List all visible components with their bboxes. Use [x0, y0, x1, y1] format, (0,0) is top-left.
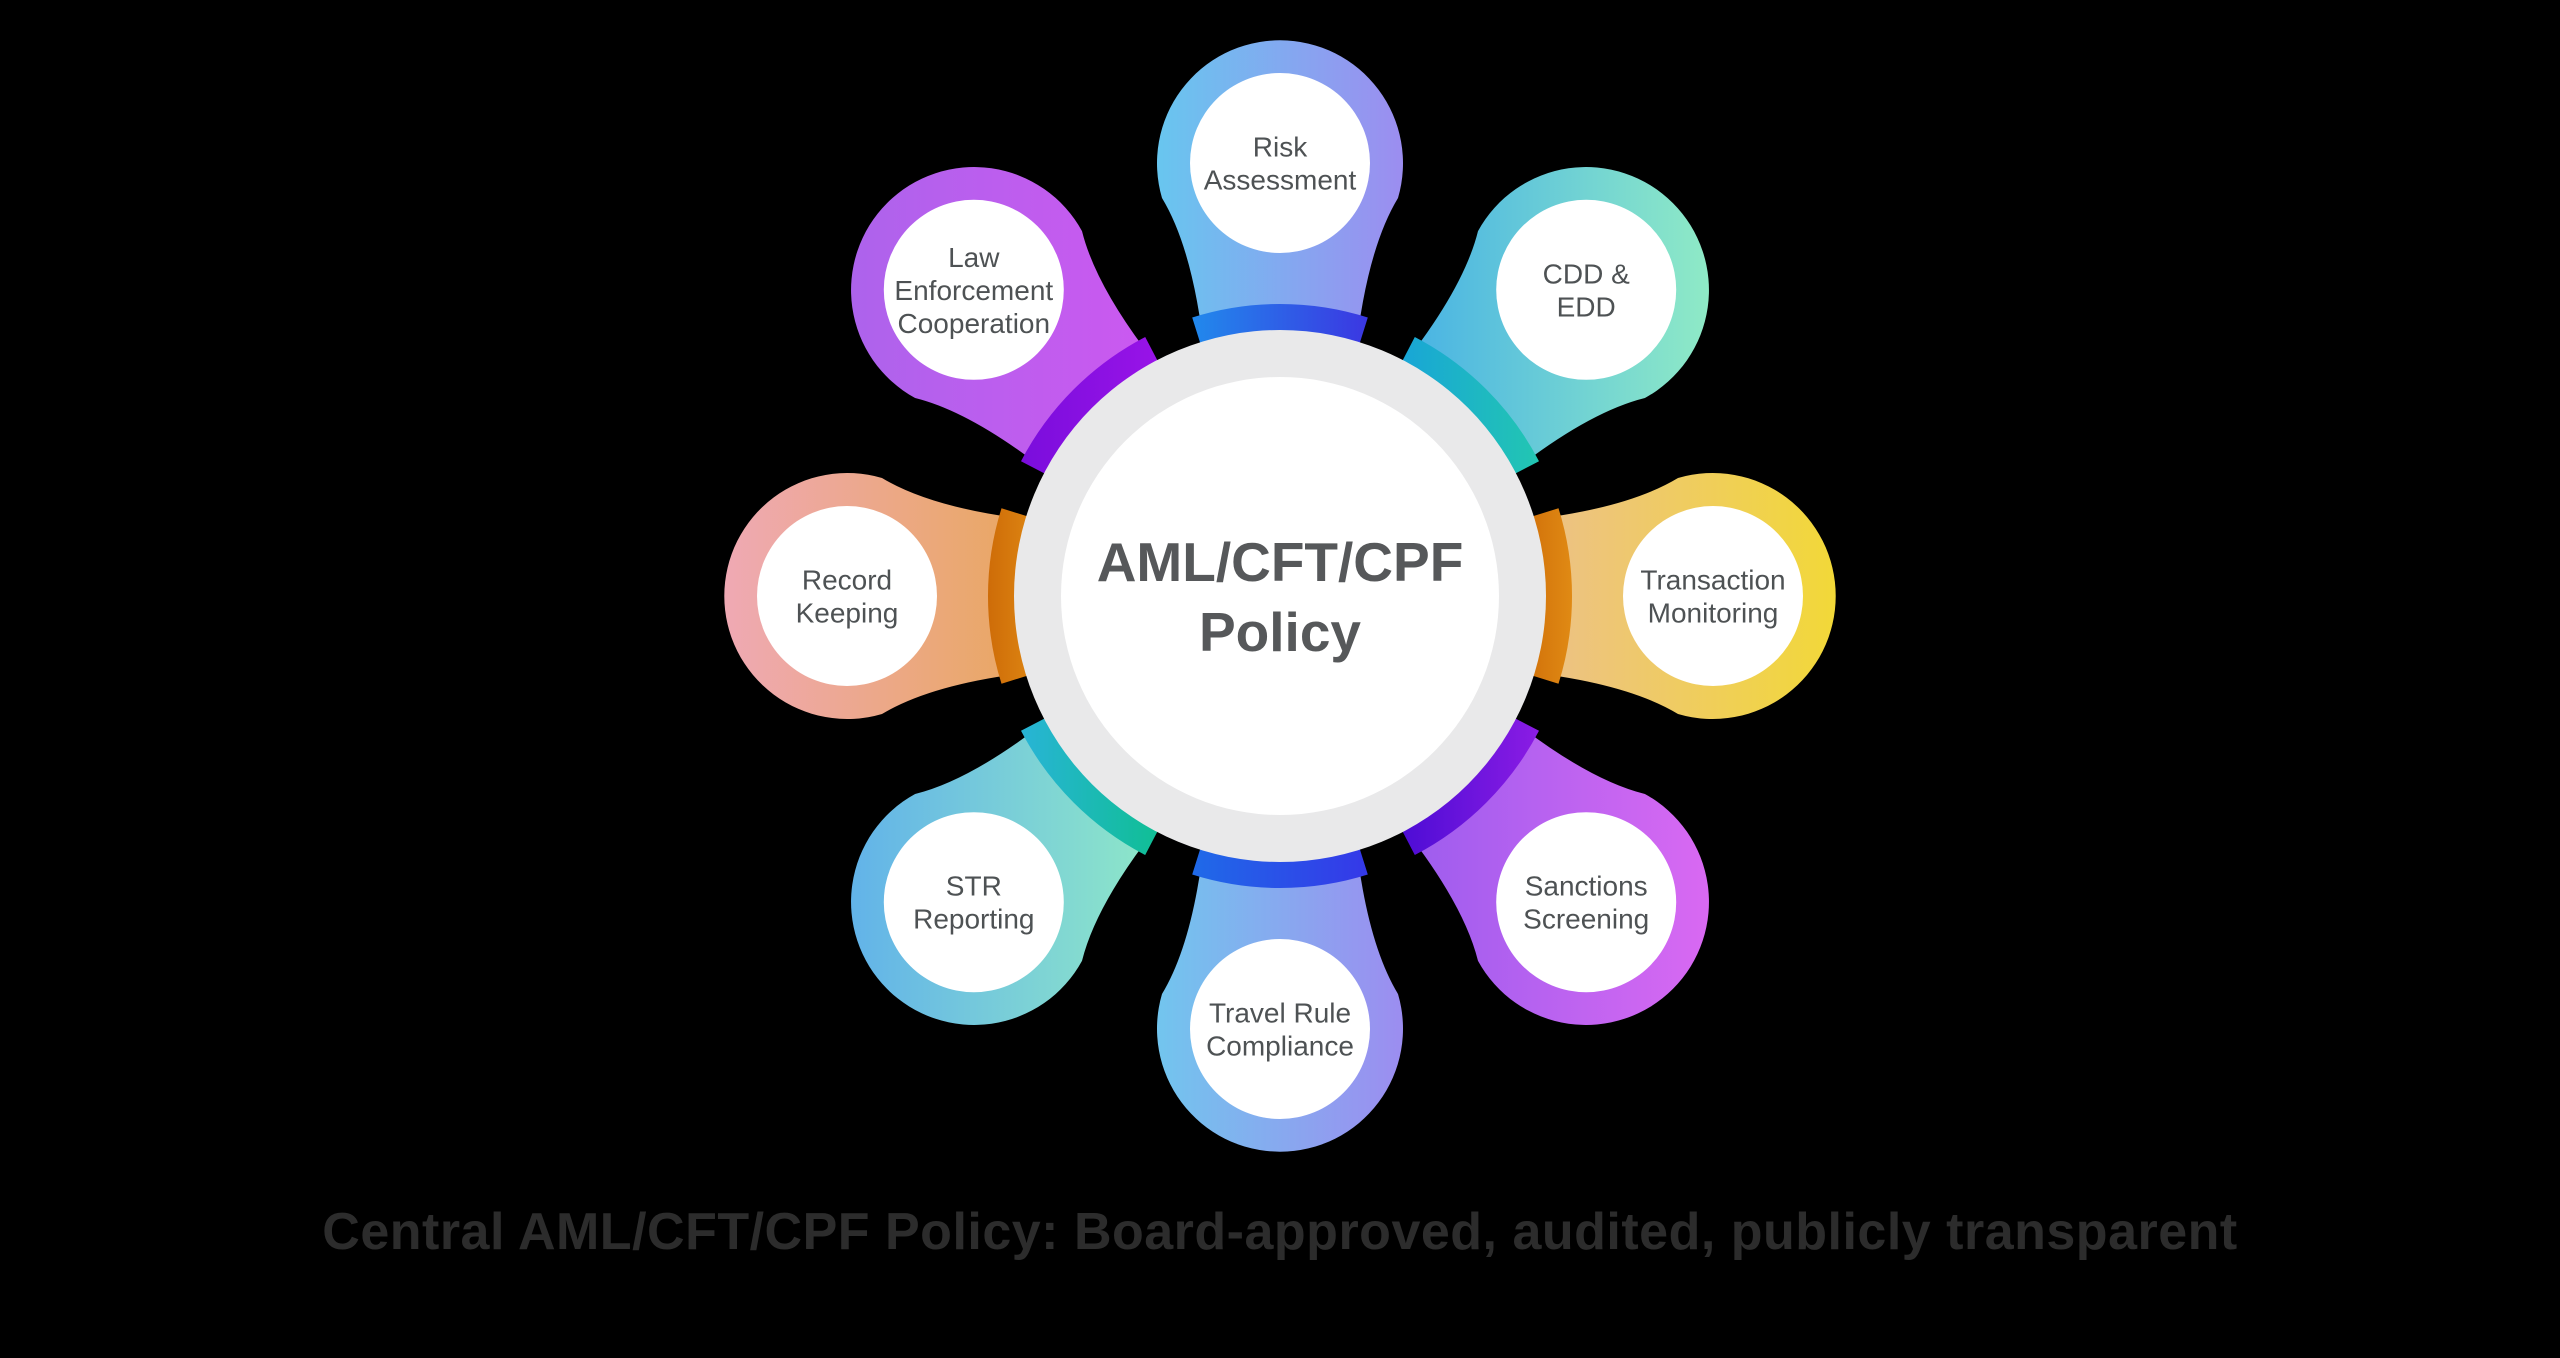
petal-cdd-edd: CDD &EDD	[1395, 167, 1709, 481]
petal-circle-str-reporting	[883, 812, 1064, 993]
petal-circle-sanctions-screening	[1496, 812, 1677, 993]
caption-text: Central AML/CFT/CPF Policy: Board-approv…	[322, 1203, 2238, 1261]
petal-circle-transaction-monitoring	[1623, 506, 1803, 686]
center-circle	[1061, 377, 1499, 815]
petal-circle-record-keeping	[757, 506, 937, 686]
petal-circle-travel-rule-compliance	[1190, 939, 1370, 1119]
petal-label-cdd-edd: CDD &EDD	[1543, 258, 1630, 322]
petal-circle-risk-assessment	[1190, 73, 1370, 253]
petal-circle-law-enforcement-cooperation	[883, 199, 1064, 380]
petal-circle-cdd-edd	[1496, 199, 1677, 380]
